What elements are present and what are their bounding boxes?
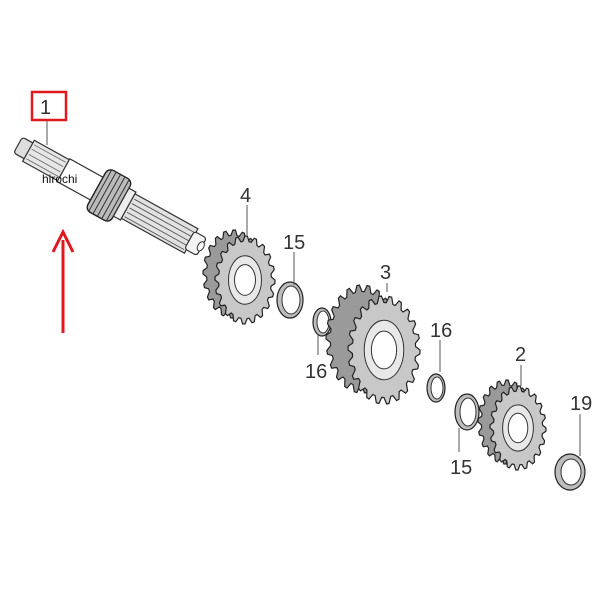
washer-19-hole (560, 458, 582, 486)
gear-4-bore (234, 264, 256, 296)
washer-15-hole (281, 285, 301, 315)
gear-3-bore (370, 330, 398, 370)
callout-16: 16 (430, 320, 452, 342)
callout-2: 2 (515, 344, 526, 366)
gear-2-bore (507, 412, 529, 444)
main-shaft (14, 137, 207, 256)
circlip-16-hole (430, 376, 444, 400)
callout-19: 19 (570, 393, 592, 415)
callout-4: 4 (240, 185, 251, 207)
watermark: hirochi (42, 172, 77, 186)
leader-lines (46, 120, 581, 456)
highlight-box (30, 90, 68, 122)
circlip-16-hole (316, 310, 330, 334)
callout-15: 15 (450, 457, 472, 479)
callout-15: 15 (283, 232, 305, 254)
arrow-up-icon (51, 228, 75, 333)
callout-1: 1 (40, 97, 51, 119)
callout-3: 3 (380, 262, 391, 284)
callout-16: 16 (305, 361, 327, 383)
washer-15-hole (459, 397, 477, 427)
